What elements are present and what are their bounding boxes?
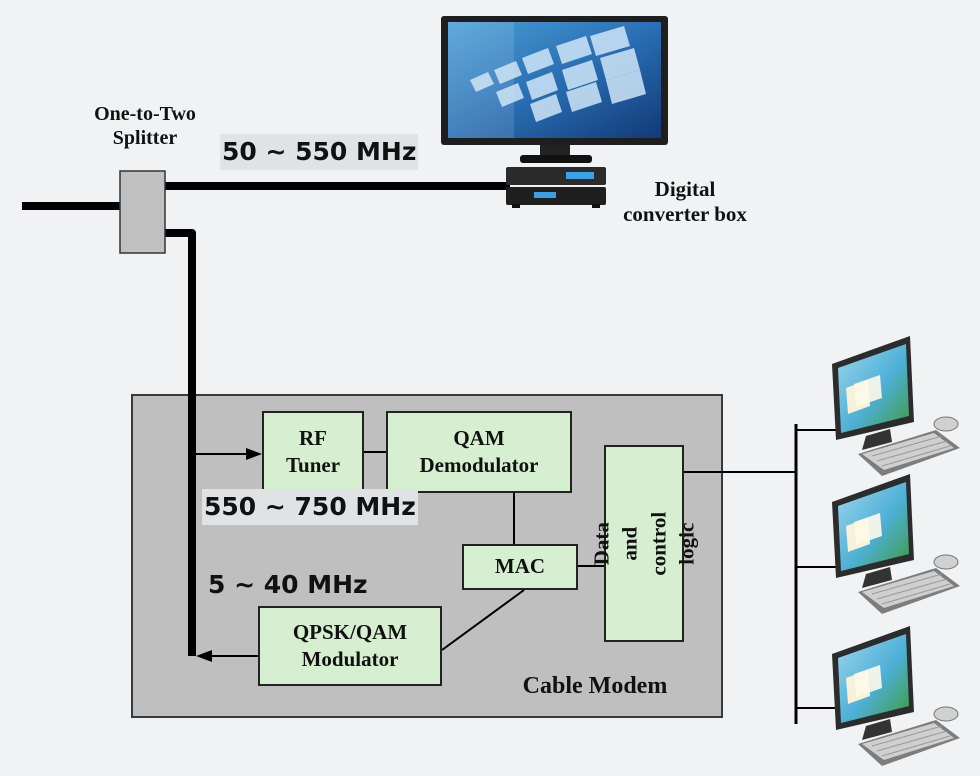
cable-modem-label: Cable Modem [522,673,668,699]
set-top-box-icon [506,167,606,208]
data-control-label: Data and control logic [589,511,699,576]
downstream-frequency: 550 ~ 750 MHz [202,489,418,525]
upstream-frequency: 5 ~ 40 MHz [208,570,368,599]
tv-band-frequency: 50 ~ 550 MHz [220,134,419,170]
rf-tuner-block: RF Tuner [262,411,364,493]
qpsk-modulator-block: QPSK/QAM Modulator [258,606,442,686]
splitter-label: One-to-Two Splitter [94,103,196,149]
data-control-block: Data and control logic [589,445,698,642]
qam-demodulator-block: QAM Demodulator [386,411,572,493]
desktop-computer-icon [831,625,961,767]
mac-block: MAC [462,544,578,590]
splitter [119,170,166,254]
desktop-computer-icon [831,473,961,615]
converter-box-label: Digital converter box [623,177,747,227]
desktop-computer-icon [831,335,961,477]
flat-screen-tv-icon [441,16,668,163]
